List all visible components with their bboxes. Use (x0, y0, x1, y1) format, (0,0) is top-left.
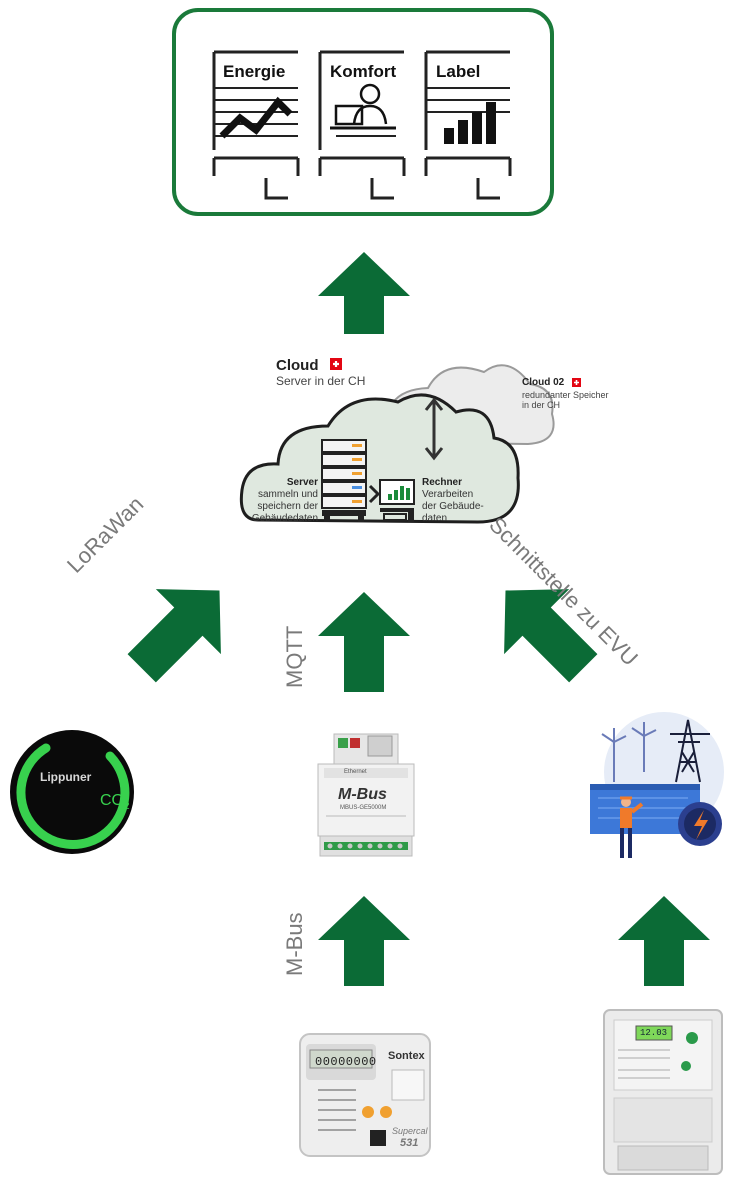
gateway-ethernet: Ethernet (344, 769, 367, 775)
panel-title-label: Label (436, 62, 481, 81)
evu-energy-illustration (584, 712, 730, 862)
heat-meter-brand: Sontex (388, 1050, 425, 1062)
comfort-person-icon (318, 50, 406, 200)
arrow-meter-to-evu (618, 896, 710, 986)
label-mqtt: MQTT (282, 625, 307, 688)
panel-komfort: Komfort (316, 50, 408, 200)
panel-title-energie: Energie (223, 62, 286, 81)
heat-meter: 00000000 Sontex Supercal 531 (296, 1030, 434, 1160)
arrow-mbus (318, 896, 410, 986)
cloud-backup-title: Cloud 02 (522, 377, 565, 388)
gateway-model: MBUS-GE5000M (340, 805, 387, 811)
gateway-brand: M-Bus (338, 786, 387, 803)
server-title: Server (286, 477, 318, 488)
compute-text-1: Verarbeiten (422, 489, 474, 500)
mbus-gateway: Ethernet M-Bus MBUS-GE5000M (316, 730, 416, 860)
label-bar-chart-icon (424, 50, 512, 200)
label-mbus: M-Bus (282, 912, 307, 976)
mbus-gateway-graphic (317, 733, 415, 857)
swiss-flag-small-icon (572, 378, 581, 387)
cloud-main-title: Cloud (276, 357, 319, 374)
arrow-evu (504, 589, 598, 683)
server-rack-icon (321, 439, 367, 522)
co2-sensor-graphic (10, 730, 134, 854)
electricity-meter-display: 12.03 (640, 1028, 668, 1038)
panel-energie: Energie (210, 50, 302, 200)
electricity-meter: 12.03 (600, 1006, 726, 1178)
cloud-main-subtitle: Server in der CH (276, 374, 366, 388)
arrow-cloud-to-dashboard (318, 252, 410, 334)
server-text-2: speichern der (257, 501, 318, 512)
arrow-lorawan (127, 589, 221, 683)
co2-brand: Lippuner (40, 770, 92, 784)
heat-meter-display: 00000000 (315, 1055, 377, 1069)
cloud-infrastructure: Cloud Server in der CH Cloud 02 redundan… (238, 350, 638, 550)
server-text-1: sammeln und (257, 489, 318, 500)
arrow-mqtt (318, 592, 410, 692)
dashboard-frame: Energie Komfort (172, 8, 554, 216)
swiss-flag-icon (330, 358, 342, 370)
panel-title-komfort: Komfort (330, 62, 397, 81)
server-text-3: Gebäudedaten (251, 513, 318, 524)
panel-label: Label (422, 50, 514, 200)
compute-text-2: der Gebäude- (422, 501, 484, 512)
heat-meter-graphic (299, 1033, 431, 1157)
heat-meter-model-2: 531 (400, 1137, 419, 1149)
compute-monitor-icon (379, 479, 415, 522)
cloud-backup-subtitle-1: redundanter Speicher (522, 390, 609, 400)
co2-label: CO2 (100, 792, 130, 812)
cloud-backup-subtitle-2: in der CH (522, 400, 561, 410)
co2-label-text: CO (100, 792, 124, 809)
cloud-graphic (239, 358, 581, 524)
electricity-meter-graphic (603, 1009, 723, 1175)
power-grid-icon (590, 712, 724, 858)
heat-meter-model-1: Supercal (392, 1126, 428, 1136)
energy-chart-icon (212, 50, 300, 200)
compute-title: Rechner (422, 477, 463, 488)
co2-label-sub: 2 (124, 801, 130, 813)
compute-text-3: daten (422, 513, 448, 524)
co2-sensor: Lippuner CO2 (6, 726, 138, 858)
